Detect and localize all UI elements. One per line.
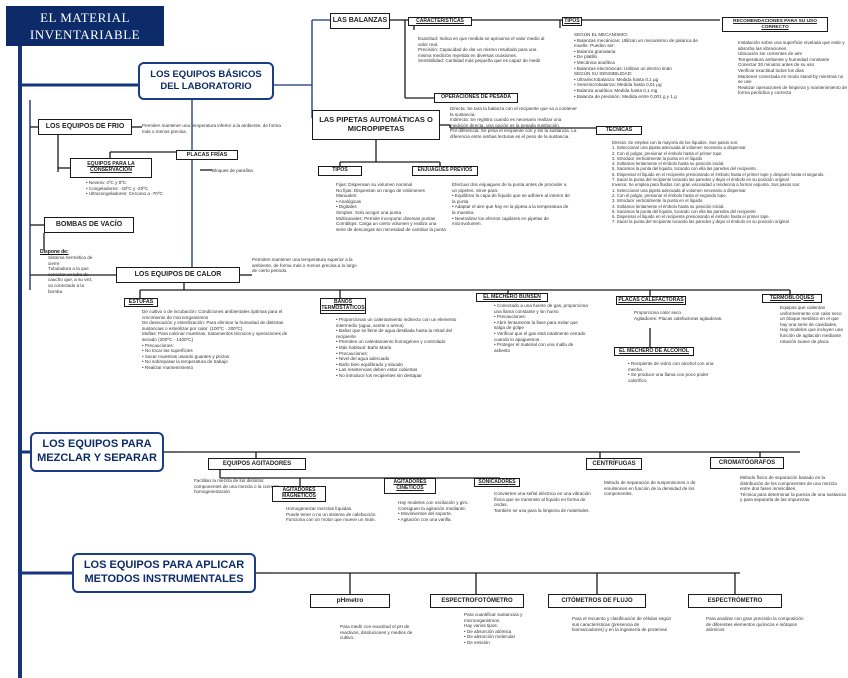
pipetting-techniques-box: TÉCNICAS xyxy=(596,126,642,135)
alcohol-burner-box: EL MECHERO DE ALCOHOL xyxy=(614,347,694,356)
vacuum-dispone-label: Dispone de: xyxy=(40,249,69,255)
conservation-items: • Nevera: 4ºC y 8ºC • Congeladores: -18º… xyxy=(86,180,163,197)
pre-rinse-box: ENJUAGUES PREVIOS xyxy=(412,166,478,176)
vacuum-pumps-box: BOMBAS DE VACÍO xyxy=(44,217,134,233)
heating-plates-text: Proporciona calor seco. Agitadores: Plac… xyxy=(634,310,723,321)
pre-rinse-text: Efectuar dos enjuagues de la punta antes… xyxy=(452,182,570,227)
scales-characteristics-box: CARACTERÍSTICAS xyxy=(408,17,472,26)
section-mix-separate: LOS EQUIPOS PARA MEZCLAR Y SEPARAR xyxy=(30,432,164,472)
flow-cytometers-box: CITÓMETROS DE FLUJO xyxy=(548,594,646,608)
page-title: EL MATERIAL INVENTARIABLE xyxy=(6,6,164,46)
thermostatic-baths-text: • Proporcionan un calentamiento indirect… xyxy=(336,317,457,378)
kinetic-stirrers-box: AGITADORES CINÉTICOS xyxy=(384,478,436,494)
vacuum-dispone-text: Sistema hermético de cierre Tubuladura a… xyxy=(48,255,93,294)
alcohol-burner-text: • Recipiente de vidrio con alcohol con u… xyxy=(628,361,714,383)
magnetic-stirrers-text: Homogeneizar mezclas líquidas. Puede ten… xyxy=(286,506,377,523)
flow-cytometers-text: Para el recuento y clasificación de célu… xyxy=(572,616,672,633)
pipette-types-text: Fijas: Dispensan su volumen nominal No f… xyxy=(336,182,446,232)
spectrophotometer-box: ESPECTROFOTÓMETRO xyxy=(430,594,524,608)
centrifuges-text: Método de separación de suspensiones o d… xyxy=(604,480,696,497)
bunsen-burner-text: • Conectado a una fuente de gas, proporc… xyxy=(494,303,588,353)
thermoblocks-text: Equipos que calientan uniformemente con … xyxy=(780,305,843,344)
section-instrumental: LOS EQUIPOS PARA APLICAR METODOS INSTRUM… xyxy=(72,553,256,593)
scales-recommendations-text: Instalación sobre una superficie nivelad… xyxy=(738,40,848,96)
heating-plates-box: PLACAS CALEFACTORAS xyxy=(616,296,686,305)
conservation-equipment-box: EQUIPOS PARA LA CONSERVACIÓN xyxy=(70,158,152,178)
sonicators-box: SONICADORES xyxy=(474,478,520,487)
centrifuges-box: CENTRÍFUGAS xyxy=(586,458,642,470)
weighing-operations-text: Directa: Se tara la balanza con el recip… xyxy=(450,106,577,139)
micropipettes-box: LAS PIPETAS AUTOMÁTICAS O MICROPIPETAS xyxy=(312,110,440,140)
magnetic-stirrers-box: AGITADORES MAGNÉTICOS xyxy=(272,486,326,502)
cold-equipment-desc: Permiten mantener una temperatura inferi… xyxy=(142,123,281,134)
cold-plates-box: PLACAS FRÍAS xyxy=(176,150,238,160)
ph-meter-text: Para medir con exactitud el pH de reacti… xyxy=(340,624,413,641)
scales-types-box: TIPOS xyxy=(562,17,582,26)
scales-characteristics-text: Exactitud: Indica en que medida se aprox… xyxy=(418,36,545,64)
sonicators-text: Convierten una señal eléctrica en una vi… xyxy=(494,491,591,513)
scales-box: LAS BALANZAS xyxy=(330,13,390,29)
pipetting-techniques-text: Directa: Se emplea con la mayoría de los… xyxy=(612,140,825,225)
heat-equipment-box: LOS EQUIPOS DE CALOR xyxy=(116,267,240,283)
spectrometer-box: ESPECTRÓMETRO xyxy=(688,594,782,608)
section-basic-equipment: LOS EQUIPOS BÁSICOS DEL LABORATORIO xyxy=(138,62,274,100)
thermostatic-baths-box: BAÑOS TERMOSTÁTICOS xyxy=(320,298,366,314)
thermoblocks-box: TERMOBLOQUES xyxy=(762,294,822,303)
pipette-types-box: TIPOS xyxy=(318,166,362,176)
chromatographs-box: CROMATÓGRAFOS xyxy=(710,457,784,469)
weighing-operations-box: OPERACIONES DE PESADA xyxy=(434,93,518,103)
stirrers-text: Facilitan la mezcla de los distintos com… xyxy=(194,478,280,495)
heat-equipment-desc: Permiten mantener una temperatura superi… xyxy=(252,257,357,274)
cold-plates-desc: Bloques de parafina xyxy=(212,168,253,173)
spectrophotometer-text: Para cuantificar sustancias y microorgan… xyxy=(464,612,523,645)
ovens-text: De cultivo o de incubación: Condiciones … xyxy=(142,309,288,370)
ovens-box: ESTUFAS xyxy=(124,298,158,307)
spectrometer-text: Para analizar con gran precisión la comp… xyxy=(706,616,804,633)
cold-equipment-box: LOS EQUIPOS DE FRIO xyxy=(38,119,132,135)
chromatographs-text: Método físico de separación basado en la… xyxy=(740,475,846,503)
scales-recommendations-box: RECOMENDACIONES PARA SU USO CORRECTO xyxy=(722,17,828,32)
kinetic-stirrers-text: Hay modelos con oscilación y giro. Consi… xyxy=(398,500,469,522)
bunsen-burner-box: EL MECHERO BUNSEN xyxy=(476,293,548,302)
stirrers-box: EQUIPOS AGITADORES xyxy=(208,458,306,470)
ph-meter-box: pHmetro xyxy=(310,594,390,608)
scales-types-text: SEGÚN EL MECANISMO: • Balanzas mecánicas… xyxy=(574,32,698,99)
